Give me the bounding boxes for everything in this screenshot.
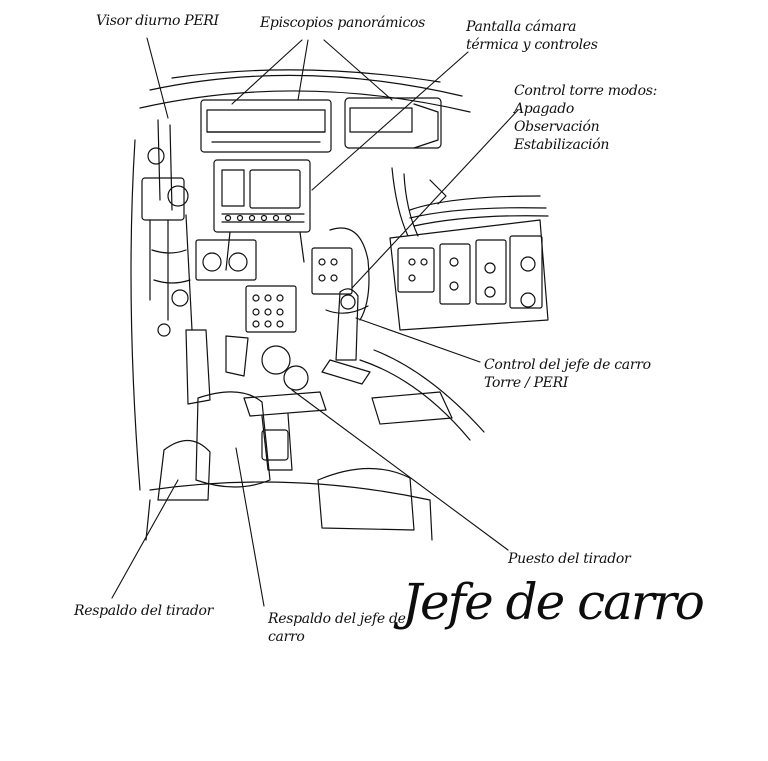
commander-joystick [321, 288, 371, 385]
gunner-seat [185, 329, 327, 471]
label-commander-control: Control del jefe de carro Torre / PERI [484, 357, 651, 391]
turret-mode-panel [389, 167, 549, 331]
episcope-blocks [200, 97, 442, 153]
leader-peri-sight [146, 37, 169, 119]
leader-commander-control [355, 317, 481, 363]
label-panoramic-episcopes: Episcopios panorámicos [260, 15, 426, 31]
leader-gunner-station [291, 389, 509, 551]
label-turret-mode-control: Control torre modos: Apagado Observación… [514, 83, 658, 153]
label-peri-day-sight: Visor diurno PERI [96, 13, 219, 29]
leader-episcope-left [297, 39, 309, 101]
leader-episcope-center [231, 39, 303, 105]
peri-sight [130, 119, 193, 491]
gunner-control-panel [245, 227, 370, 333]
leader-lines [111, 37, 519, 607]
leader-turret-mode [351, 109, 519, 289]
label-gunner-backrest: Respaldo del tirador [74, 603, 214, 619]
label-commander-backrest: Respaldo del jefe de carro [268, 611, 406, 645]
label-thermal-screen: Pantalla cámara térmica y controles [466, 19, 598, 53]
leader-gunner-backrest [111, 479, 179, 599]
leader-episcope-right [323, 39, 393, 101]
diagram-title: Jefe de carro [402, 573, 705, 631]
leader-commander-backrest [235, 447, 265, 607]
label-gunner-station: Puesto del tirador [508, 551, 631, 567]
seat-backrests [145, 391, 453, 541]
turret-floor [359, 349, 485, 441]
thermal-display-unit [195, 159, 311, 281]
leader-thermal-screen [311, 51, 469, 191]
